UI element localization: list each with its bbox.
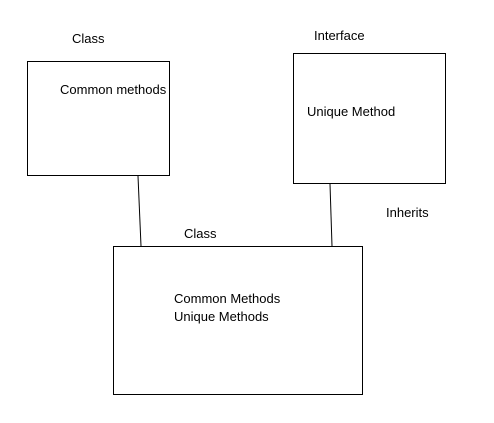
derived-class-box xyxy=(113,246,363,395)
derived-class-title: Class xyxy=(184,226,217,241)
interface-box xyxy=(293,53,446,184)
base-class-title: Class xyxy=(72,31,105,46)
derived-class-content-line2: Unique Methods xyxy=(174,309,269,324)
base-class-content: Common methods xyxy=(60,82,167,97)
connector-base-class-to-derived xyxy=(137,175,142,247)
interface-title: Interface xyxy=(314,28,365,43)
base-class-box xyxy=(27,61,170,176)
derived-class-content-line1: Common Methods xyxy=(174,291,281,306)
connector-interface-to-derived xyxy=(329,183,333,247)
inherits-label: Inherits xyxy=(386,205,429,220)
interface-content: Unique Method xyxy=(307,104,396,119)
